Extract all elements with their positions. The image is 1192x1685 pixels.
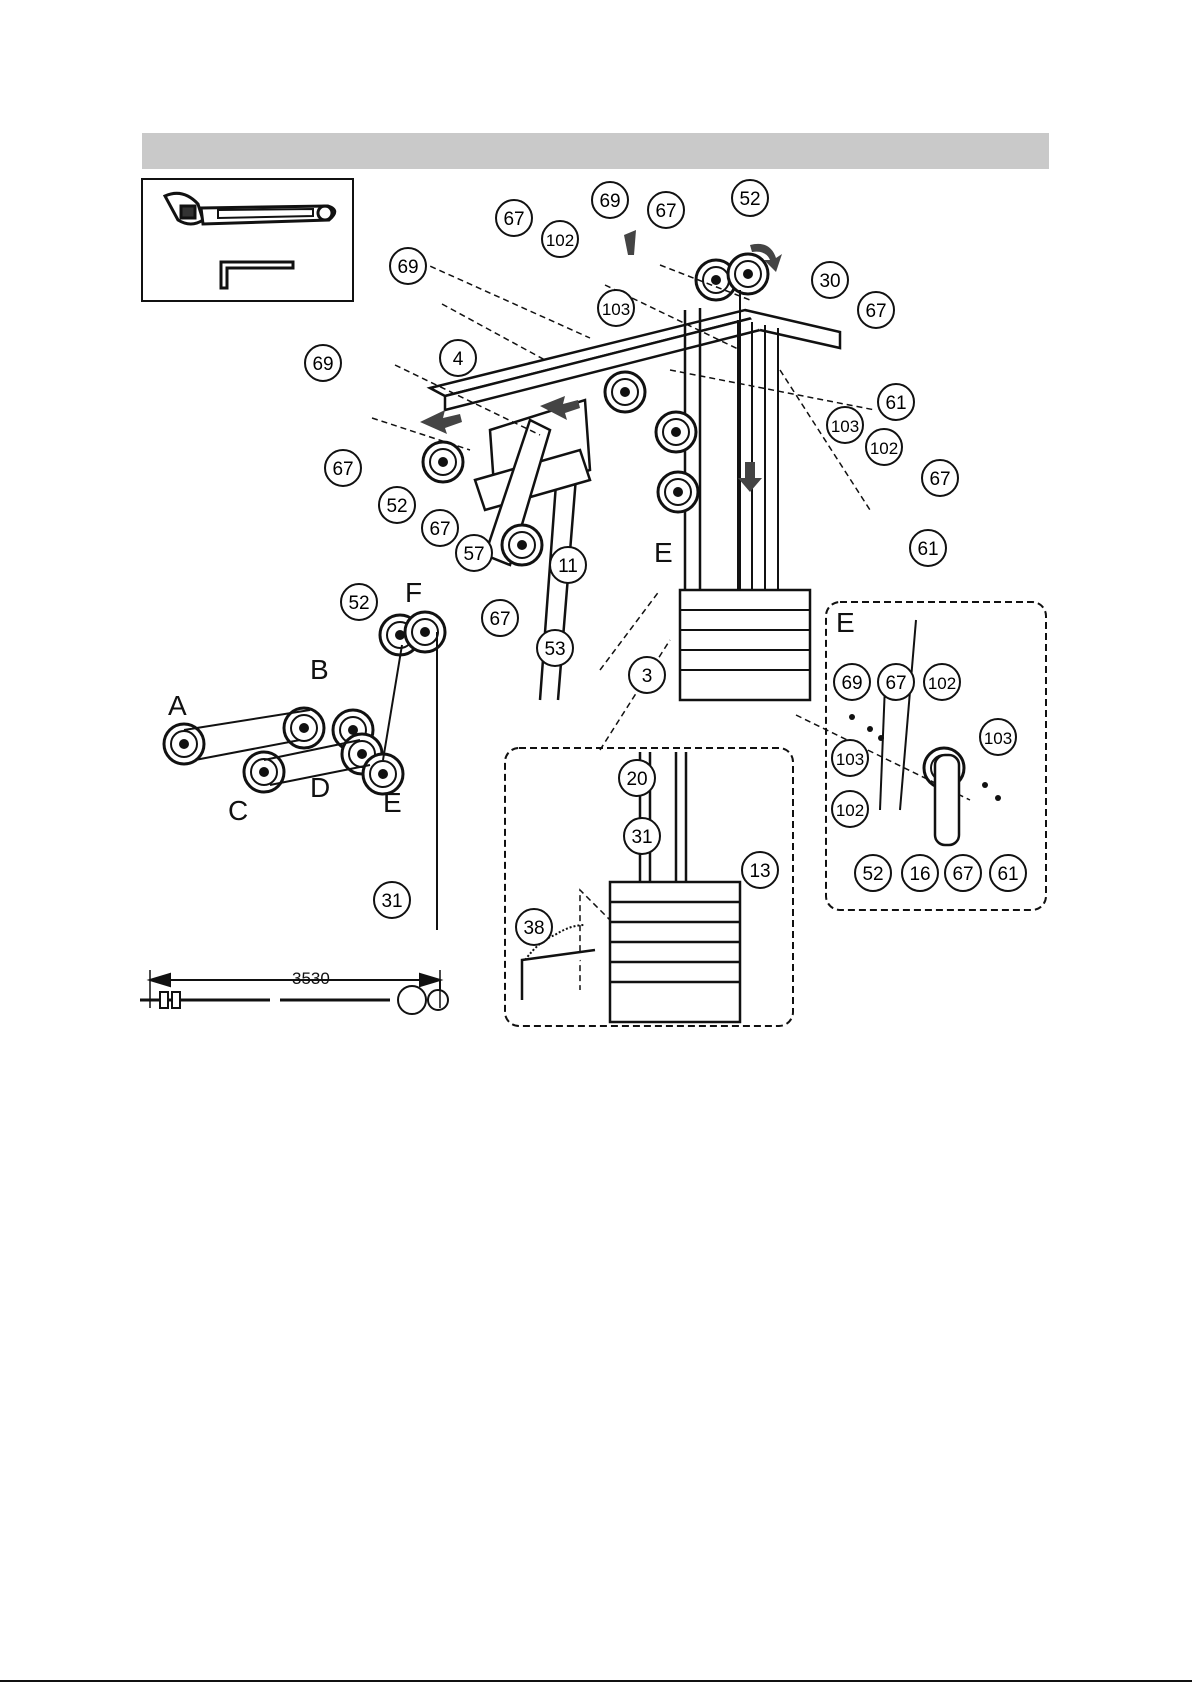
svg-text:67: 67 <box>489 609 510 630</box>
callout: 67 <box>422 510 458 546</box>
callout: 61 <box>878 384 914 420</box>
svg-text:52: 52 <box>386 496 407 517</box>
letter-c: C <box>228 795 248 826</box>
svg-text:103: 103 <box>836 750 864 769</box>
svg-text:67: 67 <box>655 201 676 222</box>
letter-d: D <box>310 772 330 803</box>
svg-text:52: 52 <box>348 593 369 614</box>
svg-text:13: 13 <box>749 861 770 882</box>
callout: 31 <box>624 818 660 854</box>
svg-text:103: 103 <box>602 300 630 319</box>
callout: 67 <box>922 460 958 496</box>
svg-text:102: 102 <box>836 801 864 820</box>
callout: 69 <box>305 345 341 381</box>
svg-text:103: 103 <box>831 417 859 436</box>
callout: 38 <box>516 909 552 945</box>
bottom-rule <box>0 1680 1192 1682</box>
callout: 4 <box>440 340 476 376</box>
svg-text:67: 67 <box>429 519 450 540</box>
svg-text:67: 67 <box>929 469 950 490</box>
callout: 52 <box>341 584 377 620</box>
letter-e-detail: E <box>836 607 855 638</box>
svg-text:53: 53 <box>544 639 565 660</box>
svg-text:67: 67 <box>952 864 973 885</box>
callout: 103 <box>832 740 868 776</box>
callout: 67 <box>858 292 894 328</box>
callout: 67 <box>325 450 361 486</box>
callout: 102 <box>542 221 578 257</box>
callout: 53 <box>537 630 573 666</box>
callout: 69 <box>592 182 628 218</box>
svg-text:69: 69 <box>841 673 862 694</box>
callout: 67 <box>496 200 532 236</box>
callout: 69 <box>834 664 870 700</box>
callout: 31 <box>374 882 410 918</box>
svg-text:61: 61 <box>917 539 938 560</box>
svg-text:31: 31 <box>631 827 652 848</box>
svg-text:16: 16 <box>909 864 930 885</box>
svg-text:30: 30 <box>819 271 840 292</box>
callout: 67 <box>878 664 914 700</box>
svg-text:102: 102 <box>546 231 574 250</box>
svg-text:69: 69 <box>397 257 418 278</box>
svg-text:103: 103 <box>984 729 1012 748</box>
svg-text:61: 61 <box>885 393 906 414</box>
callout: 20 <box>619 760 655 796</box>
callout: 3 <box>629 657 665 693</box>
callout: 61 <box>910 530 946 566</box>
pulleys <box>164 254 964 794</box>
svg-text:102: 102 <box>870 439 898 458</box>
letter-e-inset: E <box>654 537 673 568</box>
assembly-diagram: 3530 69 67 102 103 69 67 52 30 67 61 69 … <box>140 170 1050 1030</box>
svg-text:31: 31 <box>381 891 402 912</box>
callout: 13 <box>742 852 778 888</box>
callout: 103 <box>598 290 634 326</box>
svg-text:102: 102 <box>928 674 956 693</box>
svg-text:57: 57 <box>463 544 484 565</box>
svg-text:67: 67 <box>332 459 353 480</box>
callout: 102 <box>924 664 960 700</box>
callout: 52 <box>855 855 891 891</box>
frame-structure <box>430 308 840 700</box>
svg-text:69: 69 <box>312 354 333 375</box>
callout: 69 <box>390 248 426 284</box>
dimension-label: 3530 <box>292 969 330 988</box>
letter-b: B <box>310 654 329 685</box>
svg-text:69: 69 <box>599 191 620 212</box>
svg-text:52: 52 <box>739 189 760 210</box>
callout: 67 <box>945 855 981 891</box>
callout: 52 <box>732 180 768 216</box>
callout: 61 <box>990 855 1026 891</box>
callout: 30 <box>812 262 848 298</box>
svg-text:67: 67 <box>503 209 524 230</box>
svg-text:67: 67 <box>865 301 886 322</box>
callout: 103 <box>827 407 863 443</box>
svg-text:11: 11 <box>558 556 578 577</box>
letter-f: F <box>405 577 422 608</box>
svg-text:4: 4 <box>453 349 464 370</box>
callout: 67 <box>648 192 684 228</box>
callout: 11 <box>550 547 586 583</box>
svg-text:52: 52 <box>862 864 883 885</box>
svg-text:61: 61 <box>997 864 1018 885</box>
svg-text:20: 20 <box>626 769 647 790</box>
callout: 102 <box>866 429 902 465</box>
callout: 57 <box>456 535 492 571</box>
callout: 103 <box>980 719 1016 755</box>
callout: 67 <box>482 600 518 636</box>
section-header-bar <box>142 133 1049 169</box>
letter-e: E <box>383 787 402 818</box>
callout: 102 <box>832 791 868 827</box>
svg-text:67: 67 <box>885 673 906 694</box>
callout: 16 <box>902 855 938 891</box>
svg-text:3: 3 <box>642 666 653 687</box>
svg-text:38: 38 <box>523 918 544 939</box>
callout: 52 <box>379 487 415 523</box>
letter-a: A <box>168 690 187 721</box>
